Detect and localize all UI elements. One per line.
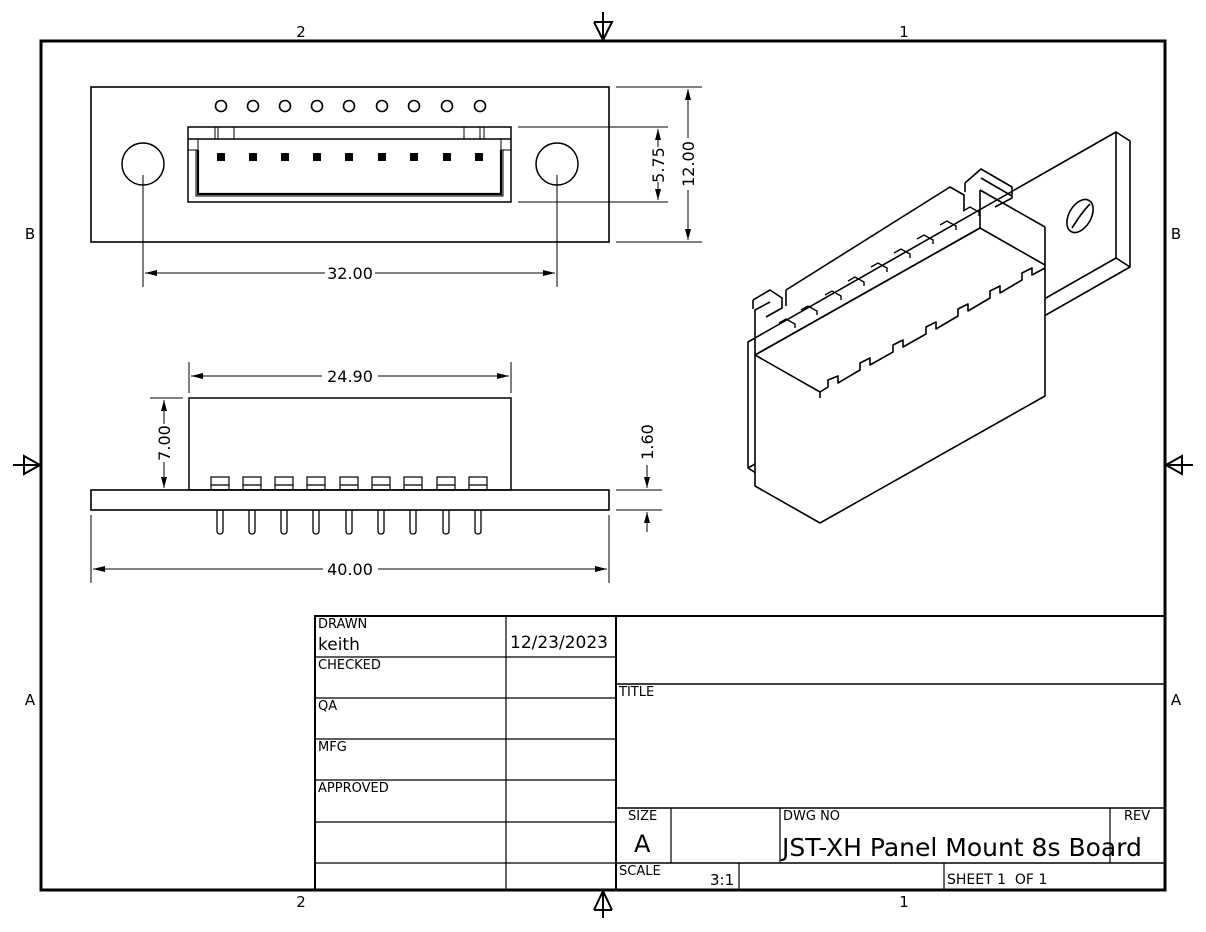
dim-connector-width: 24.90	[327, 367, 373, 386]
centering-mark-right-icon	[1163, 454, 1193, 476]
zone-label-left-bottom: A	[25, 691, 36, 709]
zone-label-bottom-left: 2	[296, 893, 306, 911]
zone-label-bottom-right: 1	[899, 893, 909, 911]
zone-label-top-right: 1	[899, 23, 909, 41]
side-view-dimensions	[90, 362, 662, 583]
dim-mount-hole-spacing: 32.00	[327, 264, 373, 283]
mfg-label: MFG	[318, 740, 347, 755]
side-view	[90, 397, 610, 535]
sheet-border	[39, 39, 1167, 892]
side-view-arrowheads	[93, 373, 650, 572]
dim-connector-height: 5.75	[649, 147, 668, 183]
isometric-pin-slots	[778, 206, 980, 328]
rev-label: REV	[1124, 809, 1151, 824]
dim-board-thickness: 1.60	[638, 424, 657, 460]
dim-connector-depth: 7.00	[155, 425, 174, 461]
zone-label-right-top: B	[1171, 225, 1181, 243]
centering-mark-bottom-icon	[593, 888, 613, 918]
scale-label: SCALE	[619, 864, 661, 879]
drawn-by-value: keith	[318, 635, 360, 655]
scale-value: 3:1	[710, 871, 735, 889]
size-value: A	[634, 830, 651, 858]
title-block-grid	[314, 615, 1166, 891]
zone-label-top-left: 2	[296, 23, 306, 41]
zone-label-right-bottom: A	[1171, 691, 1182, 709]
drawn-date-value: 12/23/2023	[510, 633, 608, 653]
front-view-arrowheads	[145, 89, 691, 276]
checked-label: CHECKED	[318, 658, 381, 673]
dim-board-height: 12.00	[679, 141, 698, 187]
centering-mark-left-icon	[13, 454, 43, 476]
dim-board-width: 40.00	[327, 560, 373, 579]
size-label: SIZE	[628, 809, 658, 824]
approved-label: APPROVED	[318, 781, 389, 796]
isometric-view	[747, 131, 1131, 524]
zone-label-left-top: B	[25, 225, 35, 243]
qa-label: QA	[318, 699, 338, 714]
front-view	[90, 86, 610, 243]
drawn-label: DRAWN	[318, 617, 368, 632]
title-label: TITLE	[619, 685, 655, 700]
dwg-no-value: JST-XH Panel Mount 8s Board	[782, 833, 1142, 862]
front-view-pins	[217, 153, 483, 161]
dwg-no-label: DWG NO	[783, 809, 841, 824]
sheet-text: SHEET 1 OF 1	[947, 872, 1048, 888]
centering-mark-top-icon	[593, 12, 614, 43]
front-view-dimensions	[142, 86, 702, 287]
